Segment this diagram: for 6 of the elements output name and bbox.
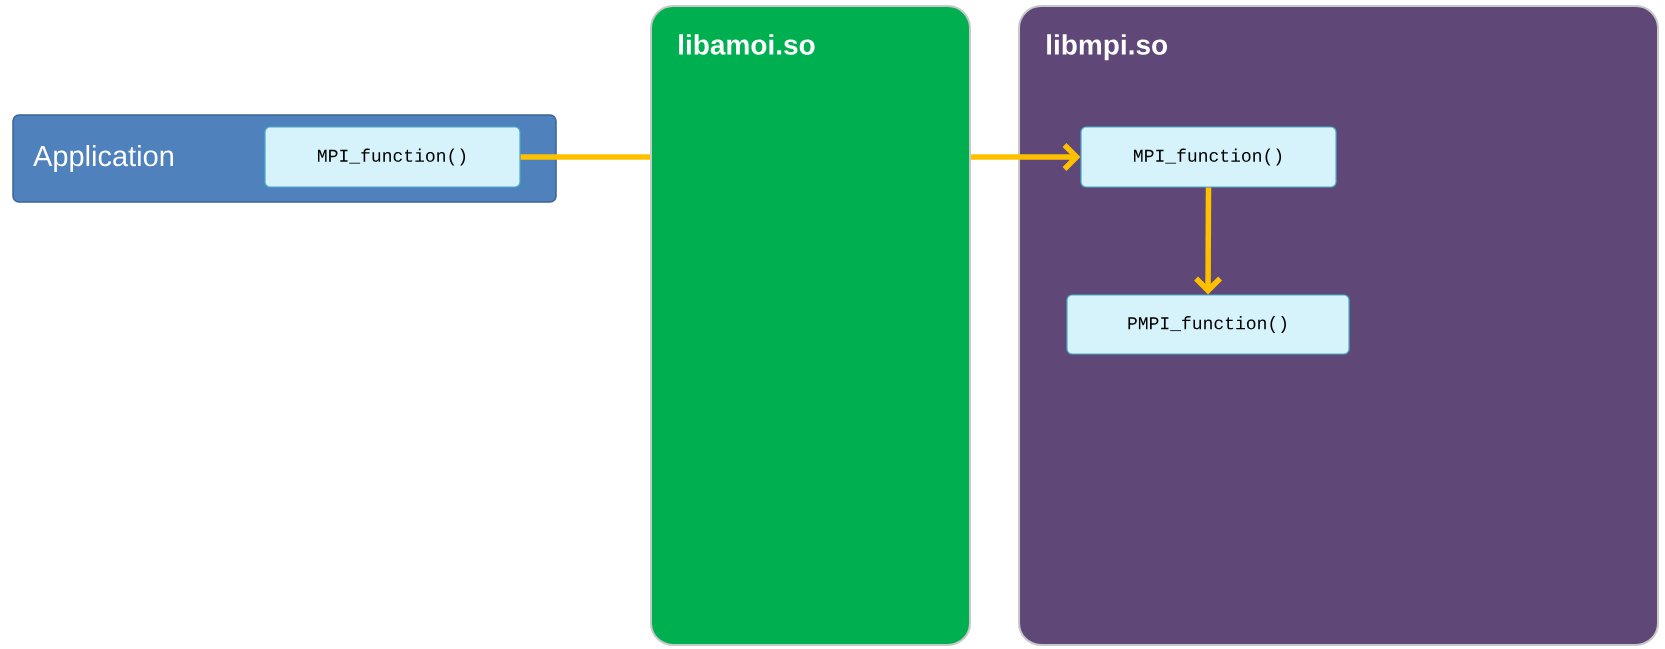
arrow xyxy=(1194,187,1223,295)
function-box: PMPI_function() xyxy=(1066,294,1350,355)
function-box: MPI_function() xyxy=(1080,126,1337,188)
library-panel: libamoi.so xyxy=(650,5,971,646)
function-box: MPI_function() xyxy=(264,126,521,188)
arrow xyxy=(971,143,1081,171)
